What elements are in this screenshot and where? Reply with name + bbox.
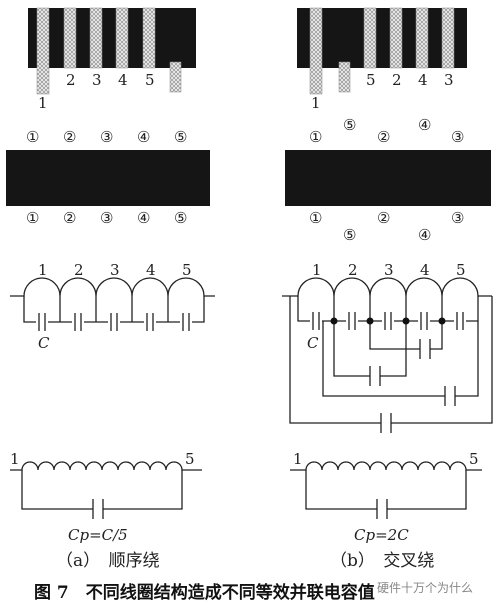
panel-a-strip-1 — [36, 7, 50, 95]
panel-b-core-bottom-1: ① — [309, 209, 322, 227]
panel-a-coil-label-4: 4 — [146, 261, 156, 279]
panel-a-coil-label-3: 3 — [110, 261, 120, 279]
watermark-text: 硬件十万个为什么 — [377, 581, 473, 595]
panel-b-strip-label-5: 5 — [366, 71, 376, 89]
panel-a-strip-label-3: 3 — [92, 71, 102, 89]
panel-a-strip-2 — [63, 7, 77, 69]
panel-b-coil-label-2: 2 — [348, 261, 358, 279]
panel-b-strip-1 — [309, 7, 323, 95]
panel-b-strip-label-4: 4 — [418, 71, 428, 89]
panel-b-core-top-4: ④ — [418, 116, 431, 134]
panel-a-core-top-3: ③ — [100, 128, 113, 146]
panel-a-strip-lead — [169, 61, 182, 93]
panel-a-core-top-5: ⑤ — [174, 128, 187, 146]
panel-b-core — [285, 150, 491, 206]
panel-a: 1 2 3 4 5 ① ② ③ ④ ⑤ ① ② ③ ④ ⑤ — [6, 7, 215, 571]
panel-a-core-bottom-5: ⑤ — [174, 209, 187, 227]
panel-b-strip-label-3: 3 — [444, 71, 454, 89]
panel-b-core-bottom-2: ② — [377, 209, 390, 227]
panel-b-strip-3 — [441, 7, 455, 69]
panel-b-coil-label-3: 3 — [384, 261, 394, 279]
panel-a-equivalent-circuit — [10, 461, 202, 519]
panel-a-cap-label: C — [38, 334, 50, 352]
panel-a-strip-3 — [89, 7, 103, 69]
panel-b-eq-left-label: 1 — [293, 450, 303, 468]
panel-b-core-bottom-4: ④ — [418, 226, 431, 244]
panel-b-caption: （b） 交叉绕 — [330, 551, 434, 571]
panel-a-strip-label-1: 1 — [38, 94, 48, 112]
panel-b-core-top-5: ⑤ — [343, 116, 356, 134]
panel-b-winding-block — [297, 8, 467, 68]
panel-b-strip-label-1: 1 — [311, 94, 321, 112]
panel-a-strip-label-5: 5 — [145, 71, 155, 89]
panel-a-core-top-1: ① — [26, 128, 39, 146]
panel-b-strip-2 — [389, 7, 403, 69]
panel-a-core-top-4: ④ — [137, 128, 150, 146]
panel-b-eq-right-label: 5 — [469, 450, 479, 468]
panel-b-core-bottom-3: ③ — [451, 209, 464, 227]
panel-b-coil-label-4: 4 — [420, 261, 430, 279]
panel-b-junction-dots — [330, 317, 446, 325]
panel-b-core-top-3: ③ — [451, 128, 464, 146]
panel-b-core-top-1: ① — [309, 128, 322, 146]
panel-b-equivalent-circuit — [290, 461, 482, 519]
panel-a-core-top-2: ② — [63, 128, 76, 146]
panel-a-strip-label-2: 2 — [66, 71, 76, 89]
panel-a-core-bottom-4: ④ — [137, 209, 150, 227]
panel-b-eq-formula: Cp=2C — [354, 526, 409, 544]
panel-a-coil-label-1: 1 — [38, 261, 48, 279]
figure-title: 图 7 不同线圈结构造成不同等效并联电容值 — [34, 582, 375, 603]
panel-a-core-bottom-1: ① — [26, 209, 39, 227]
panel-b-coil-label-5: 5 — [456, 261, 466, 279]
panel-a-caption: （a） 顺序绕 — [56, 551, 160, 571]
panel-b-strip-5 — [363, 7, 377, 69]
panel-b-cap-label: C — [307, 334, 319, 352]
panel-b-strip-lead — [338, 61, 351, 93]
panel-b-network-circuit — [282, 277, 493, 433]
panel-a-eq-formula: Cp=C/5 — [68, 526, 128, 544]
panel-a-strip-5 — [142, 7, 156, 69]
panel-a-core-bottom-2: ② — [63, 209, 76, 227]
panel-a-eq-right-label: 5 — [185, 450, 195, 468]
panel-a-strip-label-4: 4 — [118, 71, 128, 89]
panel-a-strip-4 — [115, 7, 129, 69]
panel-a-core — [6, 150, 210, 206]
panel-a-coil-label-5: 5 — [182, 261, 192, 279]
panel-a-winding-block — [28, 8, 196, 68]
panel-a-coil-label-2: 2 — [74, 261, 84, 279]
panel-b-core-bottom-5: ⑤ — [343, 226, 356, 244]
panel-b: 1 5 2 4 3 ① ⑤ ② ④ ③ ① ⑤ ② ④ ③ — [282, 7, 493, 571]
panel-a-core-bottom-3: ③ — [100, 209, 113, 227]
panel-b-strip-label-2: 2 — [392, 71, 402, 89]
panel-b-core-top-2: ② — [377, 128, 390, 146]
panel-a-ladder-circuit — [10, 277, 215, 331]
panel-b-strip-4 — [415, 7, 429, 69]
panel-a-eq-left-label: 1 — [10, 450, 20, 468]
panel-b-coil-label-1: 1 — [312, 261, 322, 279]
